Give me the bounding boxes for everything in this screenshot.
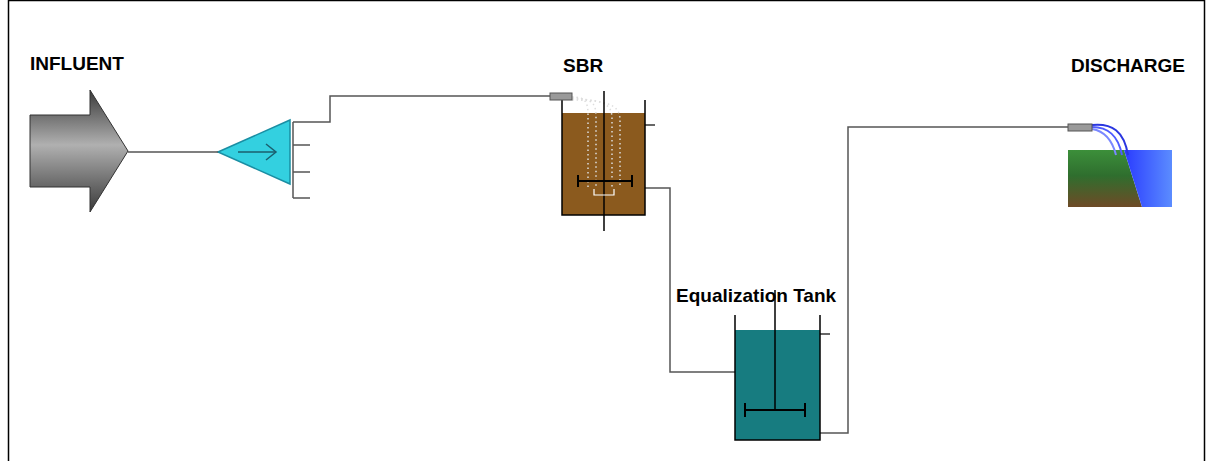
pipe-line [128,96,550,152]
process-unit: INFLUENT [30,90,128,212]
unit-label: Equalization Tank [676,285,836,307]
flow-splitter [218,120,310,198]
unit-label: DISCHARGE [1071,55,1185,77]
unit-label: SBR [563,55,603,77]
process-unit: DISCHARGE [1068,115,1172,210]
pipe-line [820,127,1068,433]
process-unit: SBR [550,93,645,215]
unit-symbol [30,90,128,212]
frame [9,1,1205,461]
unit-symbol [735,315,820,440]
process-unit: Equalization Tank [735,315,820,440]
unit-symbol [1068,115,1172,210]
pipe-line [645,188,735,372]
unit-symbol [550,93,645,215]
unit-label: INFLUENT [30,53,124,75]
